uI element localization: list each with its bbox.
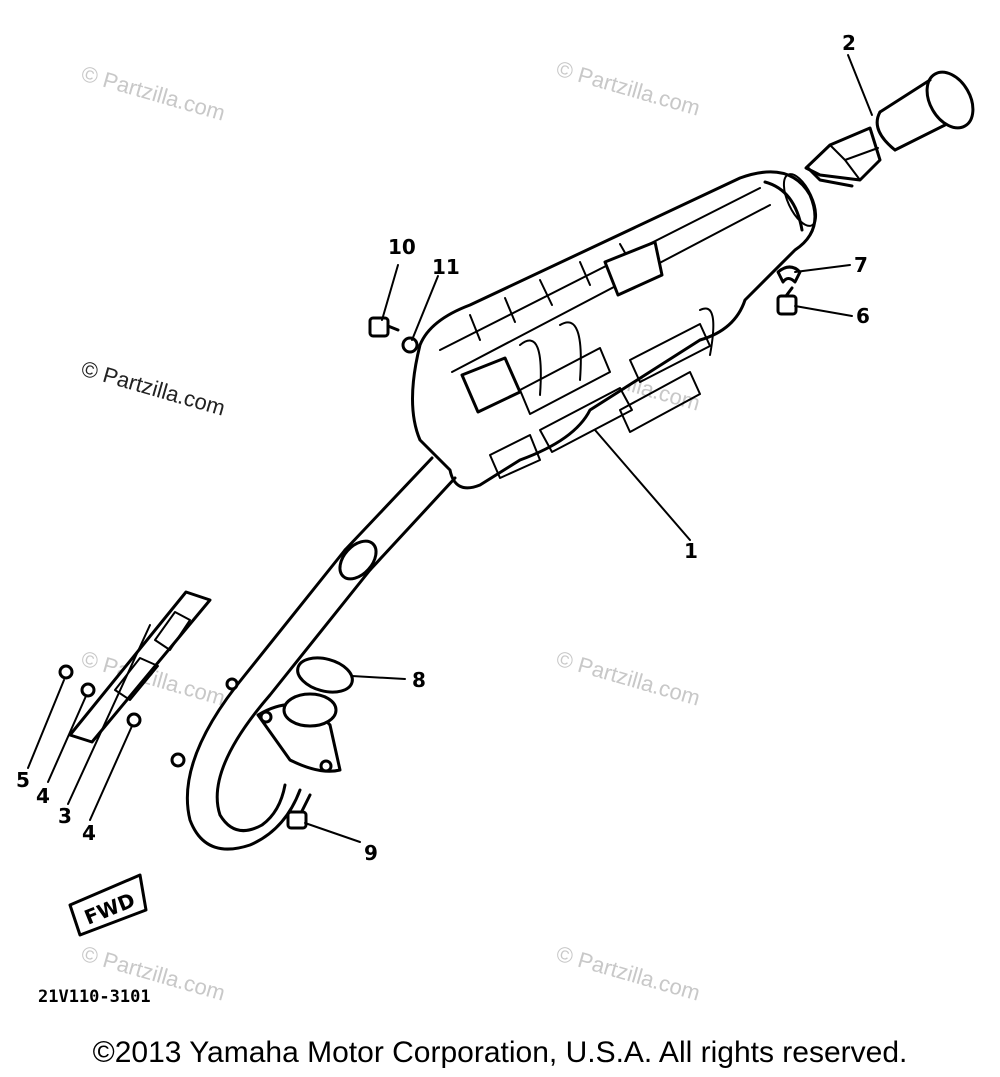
leader-lines — [27, 54, 873, 843]
callout-7: 7 — [854, 253, 868, 277]
watermarks: © Partzilla.com © Partzilla.com © Partzi… — [79, 56, 703, 1006]
watermark: © Partzilla.com — [79, 61, 228, 126]
part-protector — [58, 590, 212, 744]
part-exhaust-pipe — [170, 456, 457, 851]
part-flange — [256, 692, 342, 773]
callout-2: 2 — [842, 31, 856, 55]
callout-8: 8 — [412, 668, 426, 692]
callout-3: 3 — [58, 804, 72, 828]
forward-arrow: FWD — [68, 873, 148, 937]
part-bolt — [286, 793, 312, 830]
callout-numbers: 1 2 3 4 4 5 6 7 8 9 10 11 — [16, 31, 870, 865]
callout-1: 1 — [684, 539, 698, 563]
callout-5: 5 — [16, 768, 30, 792]
part-tail-cap — [804, 70, 975, 188]
callout-4-lower: 4 — [82, 821, 96, 845]
callout-11: 11 — [432, 255, 460, 279]
callout-6: 6 — [856, 304, 870, 328]
watermark: © Partzilla.com — [554, 941, 703, 1006]
part-muffler — [411, 170, 818, 490]
callout-9: 9 — [364, 841, 378, 865]
watermark: © Partzilla.com — [554, 56, 703, 121]
watermark: © Partzilla.com — [79, 356, 228, 421]
diagram-code: 21V110-3101 — [38, 987, 151, 1007]
callout-10: 10 — [388, 235, 416, 259]
part-gasket — [296, 656, 354, 694]
copyright-notice: ©2013 Yamaha Motor Corporation, U.S.A. A… — [92, 1036, 908, 1069]
fasteners — [368, 265, 802, 354]
watermark: © Partzilla.com — [554, 646, 703, 711]
callout-4-upper: 4 — [36, 784, 50, 808]
